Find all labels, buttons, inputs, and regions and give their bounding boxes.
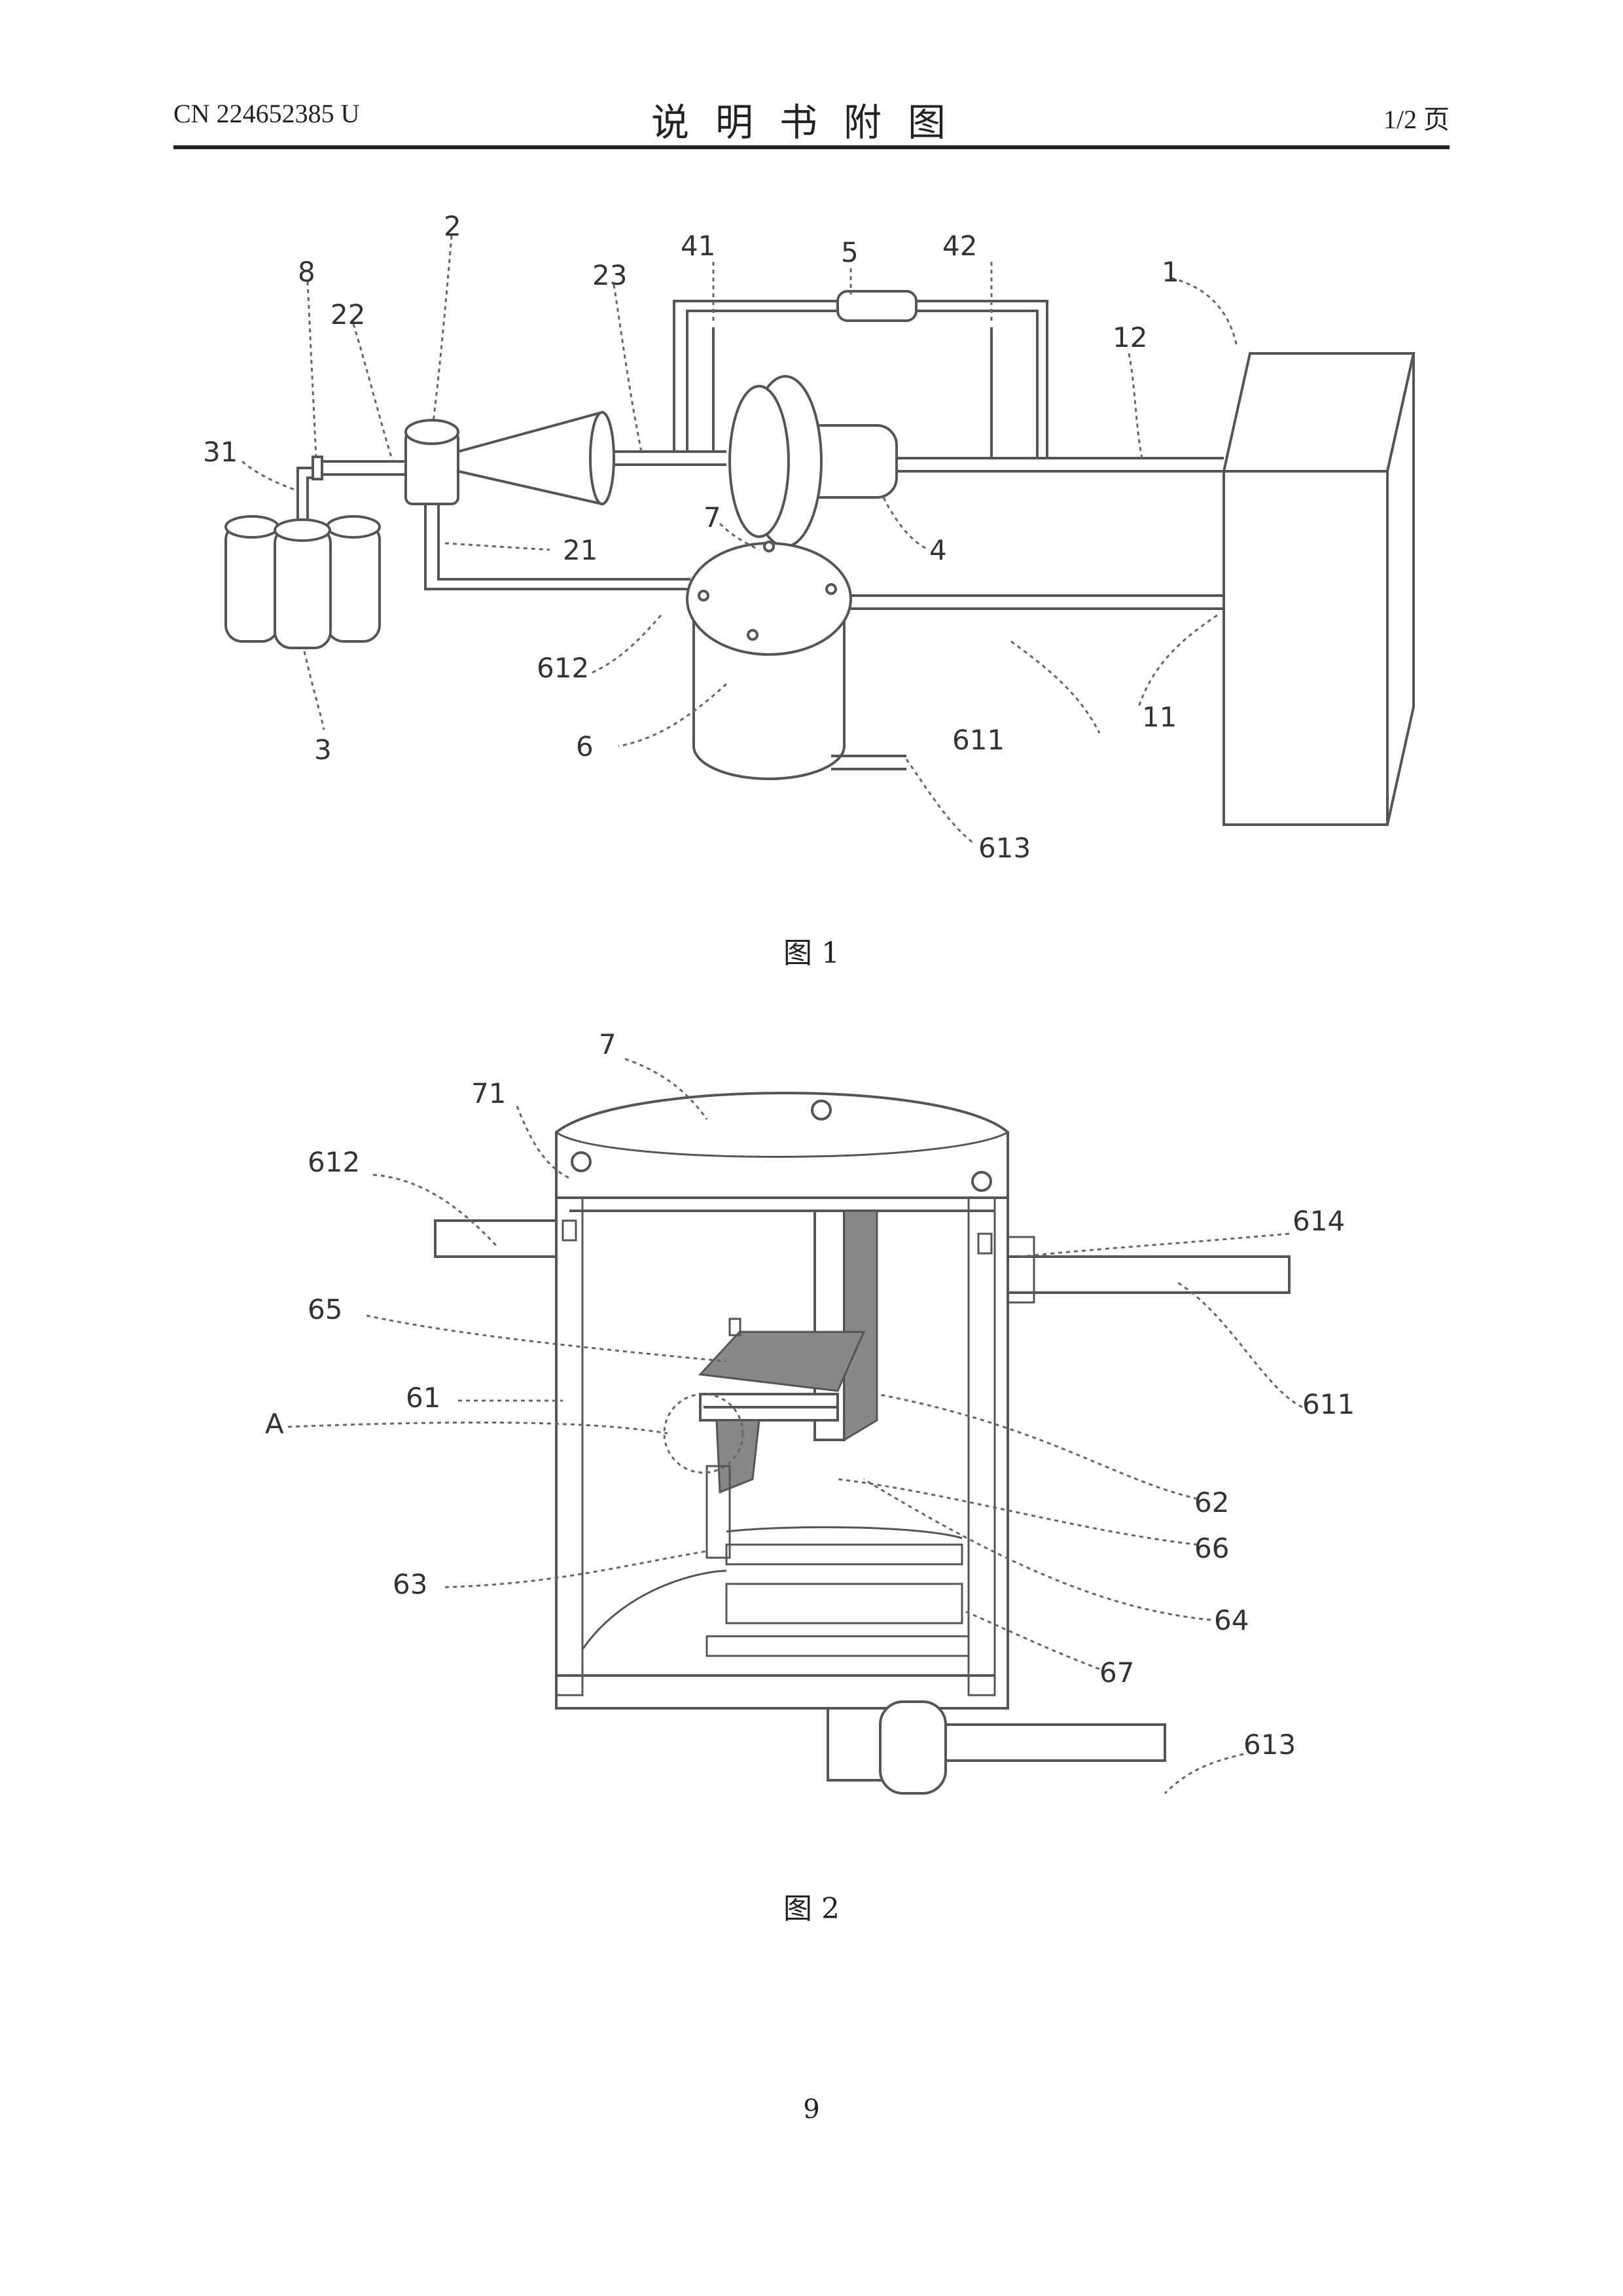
- figure-2-caption: 图 2: [0, 1885, 1623, 1927]
- label-23: 23: [592, 259, 627, 291]
- label-7: 7: [704, 501, 721, 533]
- pump-4: [730, 376, 897, 547]
- page-number: 9: [0, 2094, 1623, 2125]
- label-31: 31: [203, 436, 238, 468]
- page-title: 说明书附图: [0, 92, 1623, 147]
- label-8: 8: [298, 256, 315, 288]
- label-21: 21: [563, 534, 597, 566]
- fig2-label-67: 67: [1099, 1657, 1134, 1689]
- label-613: 613: [978, 832, 1031, 864]
- tank-6: [687, 542, 906, 779]
- nozzle-cone: [458, 412, 614, 504]
- label-1: 1: [1162, 256, 1179, 288]
- unit-2: [406, 420, 458, 504]
- fig2-label-a: A: [265, 1408, 284, 1440]
- label-42: 42: [942, 230, 977, 262]
- label-4: 4: [929, 534, 947, 566]
- fig2-label-612: 612: [308, 1146, 360, 1178]
- inlet-pipe-612: [435, 1221, 556, 1257]
- outlet-pipe-611: [1008, 1237, 1289, 1302]
- label-3: 3: [314, 734, 332, 766]
- fig2-label-61: 61: [406, 1382, 440, 1414]
- label-5: 5: [841, 236, 859, 268]
- pipe-12: [897, 458, 1224, 471]
- bottom-outlet-613: [828, 1702, 1165, 1793]
- label-12: 12: [1113, 321, 1147, 353]
- label-612: 612: [537, 652, 589, 684]
- fig2-label-613: 613: [1243, 1729, 1296, 1761]
- fig2-label-65: 65: [308, 1293, 342, 1325]
- label-611: 611: [952, 724, 1005, 756]
- label-11: 11: [1142, 701, 1177, 733]
- figure-1-caption: 图 1: [0, 929, 1623, 971]
- valve-8: [313, 457, 322, 479]
- fig2-label-7: 7: [599, 1028, 616, 1060]
- fig2-label-62: 62: [1194, 1486, 1229, 1518]
- tray-66: [700, 1394, 838, 1420]
- figure-2-drawing: 7 71 612 614 65 61 A 611 62 66 63 64 67 …: [0, 982, 1623, 1852]
- label-2: 2: [444, 210, 461, 242]
- fig2-label-66: 66: [1194, 1532, 1229, 1564]
- page-fraction: 1/2 页: [1383, 98, 1450, 136]
- figure-1-drawing: 1 2 3 4 5 6 7 8 11 12 21 22 23 31 41 42 …: [0, 170, 1623, 956]
- valve-5: [838, 291, 916, 321]
- pipe-21: [425, 504, 690, 589]
- fig2-label-614: 614: [1293, 1205, 1345, 1237]
- component-1-box: [1224, 353, 1414, 825]
- pipe-11: [851, 596, 1224, 609]
- fig2-label-71: 71: [471, 1077, 506, 1109]
- pipe-22: [321, 461, 406, 475]
- pipe-23: [602, 452, 726, 465]
- fig2-label-63: 63: [393, 1568, 427, 1600]
- label-6: 6: [576, 730, 594, 762]
- header-rule: [173, 145, 1450, 149]
- fig2-label-64: 64: [1214, 1604, 1249, 1636]
- label-22: 22: [330, 298, 365, 331]
- fig2-label-611: 611: [1302, 1388, 1355, 1420]
- gas-cylinders-3: [226, 516, 380, 648]
- pipe-31: [298, 468, 313, 520]
- label-41: 41: [681, 230, 715, 262]
